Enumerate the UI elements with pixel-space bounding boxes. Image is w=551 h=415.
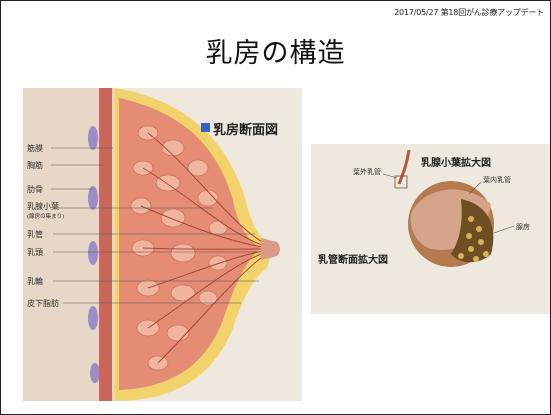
legend-cross-section: 乳房断面図 bbox=[213, 119, 278, 138]
pectoral-muscle-shape bbox=[99, 88, 113, 401]
lobule-inset-panel: 葉外乳管 葉内乳管 腺房 bbox=[311, 144, 550, 314]
nipple-shape bbox=[261, 238, 280, 260]
label-pectoral-muscle: 胸筋 bbox=[27, 160, 43, 171]
label-acinus: 腺房 bbox=[516, 222, 530, 232]
label-fat-pad: 筋膜 bbox=[27, 143, 43, 154]
rib-shape bbox=[88, 241, 98, 265]
label-duct: 乳管 bbox=[27, 229, 43, 240]
lobule-enlarged-illustration bbox=[311, 144, 550, 314]
rib-shape bbox=[90, 363, 100, 383]
label-intralobular-duct: 葉内乳管 bbox=[483, 175, 511, 185]
rib-shape bbox=[88, 186, 98, 210]
label-lobule-note: (腺房の集まり) bbox=[27, 212, 64, 220]
rib-shape bbox=[88, 306, 98, 330]
label-subcutaneous-fat: 皮下脂肪 bbox=[27, 298, 59, 309]
legend-square bbox=[201, 123, 210, 132]
header-note: 2017/05/27 第18回がん診療アップデート bbox=[394, 7, 544, 18]
label-rib: 肋骨 bbox=[27, 184, 43, 195]
label-extralobular-duct: 葉外乳管 bbox=[353, 167, 381, 177]
label-nipple: 乳頭 bbox=[27, 247, 43, 258]
page-title: 乳房の構造 bbox=[1, 31, 550, 70]
rib-shape bbox=[88, 126, 98, 150]
label-lobule: 乳腺小葉 bbox=[27, 201, 59, 212]
inset-title-duct: 乳管断面拡大図 bbox=[318, 251, 388, 266]
inset-title-lobule: 乳腺小葉拡大図 bbox=[421, 154, 491, 169]
label-areola: 乳輪 bbox=[27, 276, 43, 287]
